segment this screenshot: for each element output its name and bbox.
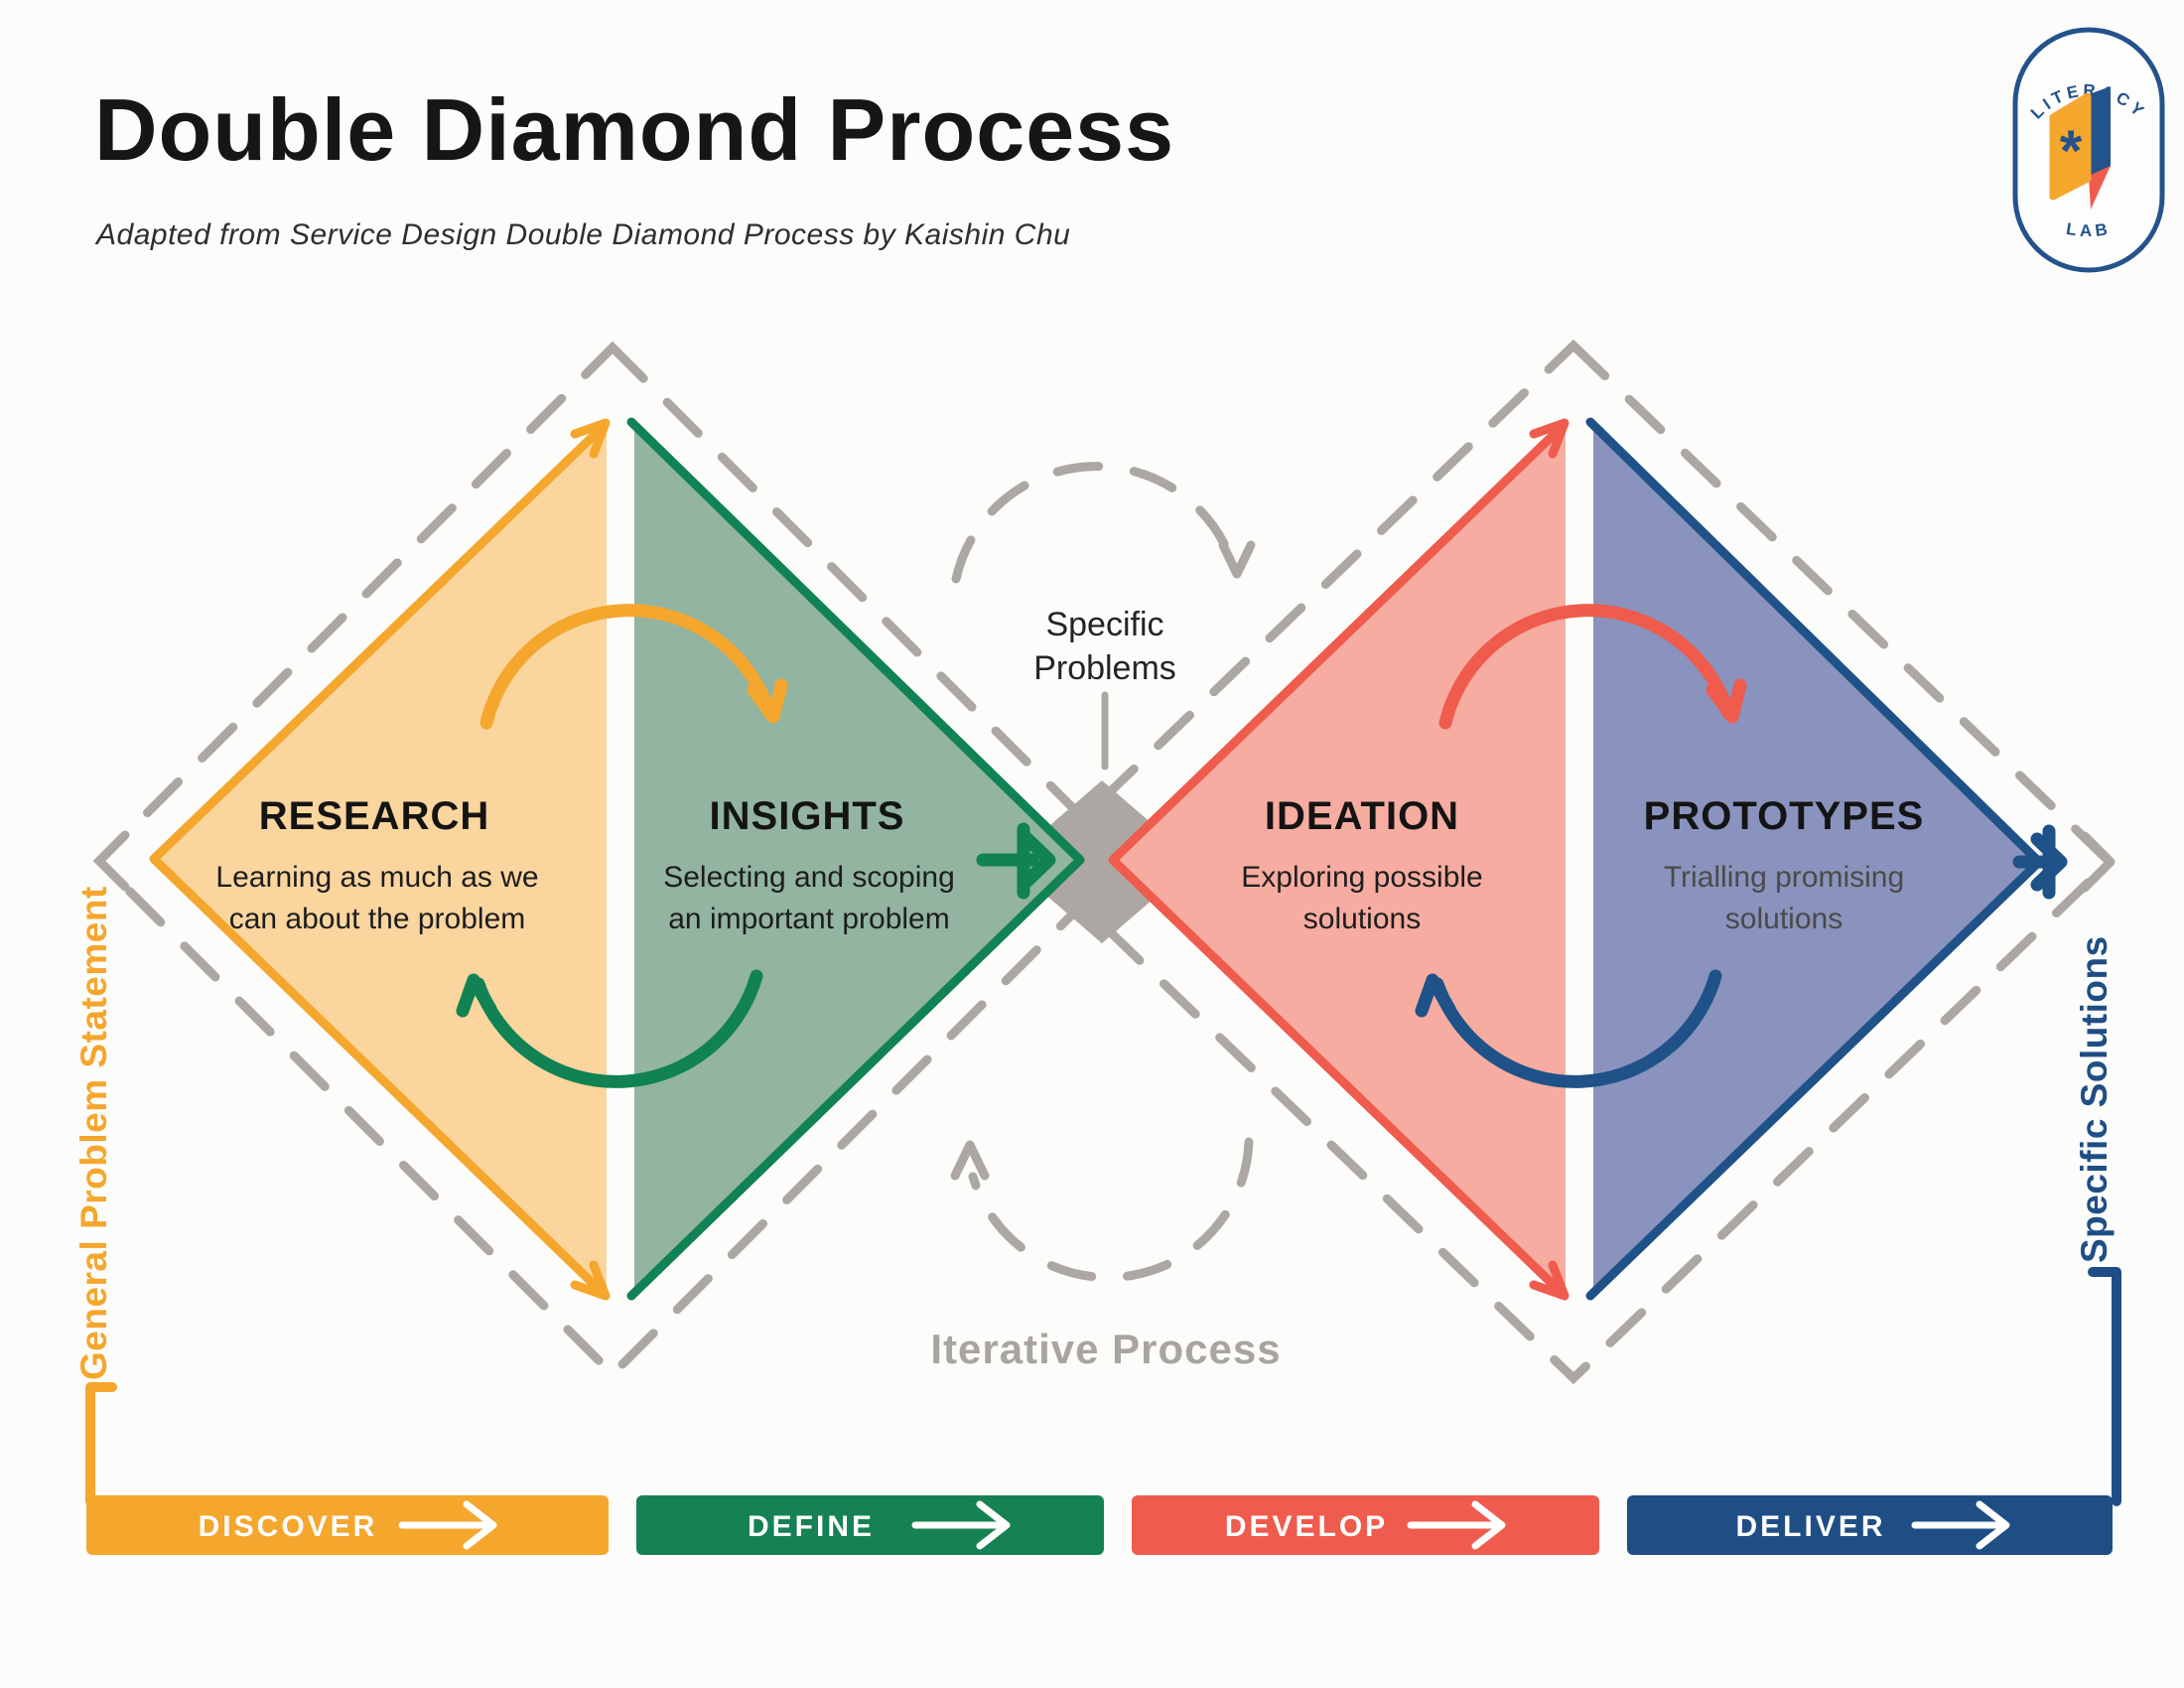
insights-title: INSIGHTS — [710, 794, 905, 838]
insights-desc-line2: an important problem — [668, 903, 949, 935]
define-label: DEFINE — [748, 1510, 875, 1543]
research-title: RESEARCH — [259, 794, 489, 838]
prototypes-triangle — [1593, 425, 2037, 1293]
research-to-insights-arc — [479, 604, 776, 730]
define-arrow-icon — [911, 1500, 1011, 1550]
prototypes-to-ideation-arrowhead-icon — [1415, 973, 1456, 1018]
page-title: Double Diamond Process — [94, 80, 1175, 179]
research-top-arrowhead-icon — [570, 418, 611, 459]
insights-triangle — [634, 425, 1078, 1293]
ideation-text-block: IDEATION Exploring possible solutions — [1241, 794, 1482, 935]
logo-book-icon: * — [2049, 86, 2111, 210]
research-to-insights-arrowhead-icon — [747, 678, 788, 724]
page-subtitle: Adapted from Service Design Double Diamo… — [96, 218, 1071, 251]
prototypes-desc-line2: solutions — [1725, 903, 1843, 935]
prototypes-text-block: PROTOTYPES Trialling promising solutions — [1644, 794, 1925, 935]
iterative-loop-bottom-arrowhead-icon — [950, 1140, 990, 1181]
discover-arrow-icon — [398, 1500, 497, 1550]
research-text-block: RESEARCH Learning as much as we can abou… — [215, 794, 538, 935]
iterative-process-label: Iterative Process — [930, 1326, 1281, 1372]
research-desc-line1: Learning as much as we — [215, 861, 538, 894]
stage-bar-deliver: DELIVER — [1627, 1495, 2113, 1555]
ideation-to-prototypes-arrowhead-icon — [1706, 678, 1747, 724]
ideation-desc-line1: Exploring possible — [1241, 861, 1482, 894]
prototypes-converge-arrow-icon — [2012, 824, 2068, 900]
right-dashed-diamond-outline — [1030, 339, 2116, 1385]
insights-desc-line1: Selecting and scoping — [663, 861, 955, 894]
ideation-desc-line2: solutions — [1303, 903, 1421, 935]
discover-label: DISCOVER — [199, 1510, 378, 1543]
right-axis-connector-line — [2088, 1267, 2121, 1506]
iterative-loop-top-arc — [951, 462, 1236, 584]
left-outline-chevron-icon — [94, 830, 130, 892]
ideation-to-prototypes-arc — [1438, 604, 1735, 730]
literacy-lab-logo: LITERACY LAB * — [2012, 27, 2165, 273]
ideation-title: IDEATION — [1265, 794, 1459, 838]
develop-label: DEVELOP — [1225, 1510, 1388, 1543]
develop-arrow-icon — [1407, 1500, 1506, 1550]
stage-bar-define: DEFINE — [636, 1495, 1104, 1555]
insights-to-research-arrowhead-icon — [456, 973, 497, 1018]
general-problem-statement-label: General Problem Statement — [73, 886, 114, 1380]
ideation-top-arrowhead-icon — [1529, 418, 1570, 459]
prototypes-to-ideation-arc — [1431, 969, 1722, 1088]
specific-problems-label-line2: Problems — [1033, 649, 1176, 687]
left-axis-connector-line — [85, 1382, 117, 1506]
left-dashed-diamond-outline — [92, 341, 1133, 1381]
research-bottom-arrowhead-icon — [570, 1260, 611, 1301]
research-edges — [149, 421, 609, 1299]
iterative-loop-top-arrowhead-icon — [1218, 540, 1256, 579]
iterative-loop-bottom-arc — [968, 1137, 1254, 1282]
specific-solutions-label: Specific Solutions — [2074, 935, 2115, 1263]
deliver-arrow-icon — [1911, 1500, 2010, 1550]
logo-lab-text: LAB — [2065, 219, 2113, 240]
research-desc-line2: can about the problem — [229, 903, 526, 935]
research-triangle — [154, 425, 607, 1293]
deliver-label: DELIVER — [1735, 1510, 1885, 1543]
specific-problems-label-line1: Specific — [1045, 606, 1163, 643]
ideation-triangle — [1113, 425, 1566, 1293]
prototypes-desc-line1: Trialling promising — [1664, 861, 1904, 894]
insights-converge-arrow-icon — [976, 822, 1056, 900]
ideation-edges — [1108, 421, 1568, 1299]
stage-bar-develop: DEVELOP — [1132, 1495, 1599, 1555]
right-outline-chevron-icon — [2080, 831, 2116, 893]
logo-asterisk-glyph: * — [2060, 119, 2083, 184]
ideation-bottom-arrowhead-icon — [1529, 1260, 1570, 1301]
stage-bar-discover: DISCOVER — [86, 1495, 609, 1555]
insights-text-block: INSIGHTS Selecting and scoping an import… — [663, 794, 955, 935]
insights-edges — [626, 417, 1085, 1301]
prototypes-title: PROTOTYPES — [1644, 794, 1925, 838]
insights-to-research-arc — [472, 969, 763, 1088]
